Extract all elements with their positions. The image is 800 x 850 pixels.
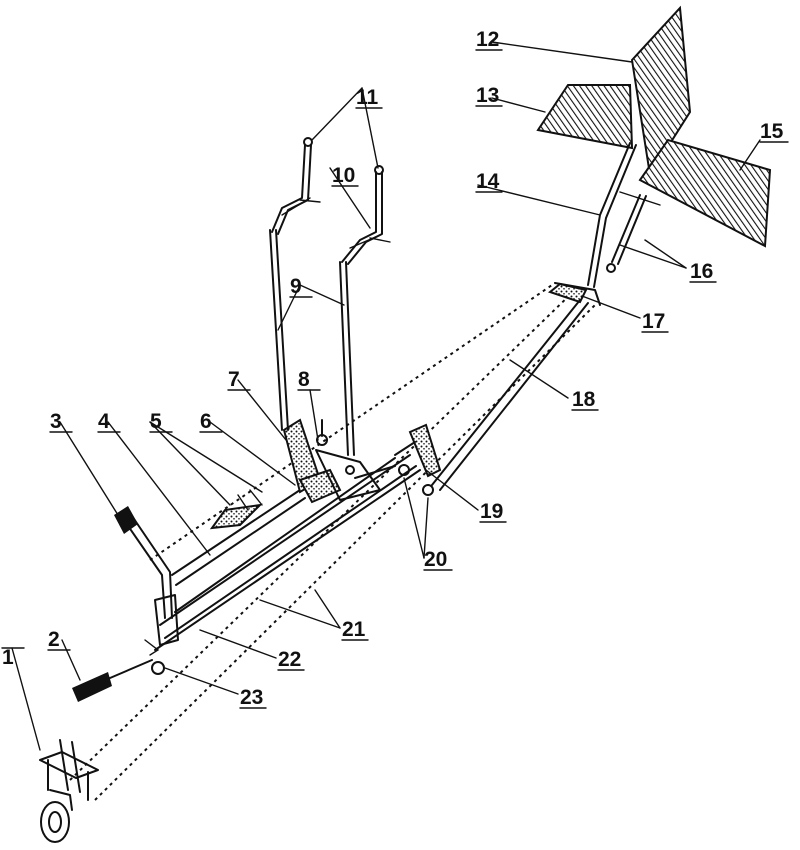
long-rod xyxy=(431,299,589,491)
label-20: 20 xyxy=(424,548,447,571)
label-16: 16 xyxy=(690,260,713,283)
main-torque-tube xyxy=(154,454,421,651)
tail-bracket xyxy=(547,282,588,304)
label-13: 13 xyxy=(476,84,499,107)
label-5: 5 xyxy=(150,410,162,433)
label-underlines xyxy=(1,49,789,709)
label-6: 6 xyxy=(200,410,212,433)
label-11: 11 xyxy=(356,86,379,109)
label-15: 15 xyxy=(760,120,784,143)
label-12: 12 xyxy=(476,28,499,51)
label-19: 19 xyxy=(480,500,503,523)
label-9: 9 xyxy=(290,275,302,298)
vertical-rods xyxy=(269,229,355,456)
label-22: 22 xyxy=(278,648,301,671)
label-1: 1 xyxy=(2,646,14,669)
label-23: 23 xyxy=(240,686,263,709)
label-2: 2 xyxy=(48,628,60,651)
stick-bracket xyxy=(209,489,263,530)
label-21: 21 xyxy=(342,618,366,641)
label-4: 4 xyxy=(98,410,110,433)
central-bellcrank xyxy=(282,418,396,504)
label-7: 7 xyxy=(228,368,240,391)
control-stick xyxy=(114,489,306,646)
leader-lines xyxy=(11,41,761,751)
label-17: 17 xyxy=(642,310,665,333)
tail-wheel xyxy=(39,739,99,843)
part-labels: 1 2 3 4 5 6 7 8 9 10 11 12 13 14 15 16 1… xyxy=(2,28,784,709)
label-14: 14 xyxy=(476,170,500,193)
upper-linkage xyxy=(271,137,391,265)
label-10: 10 xyxy=(332,164,355,187)
right-stabilizer xyxy=(638,138,772,248)
vertical-stabilizer xyxy=(630,5,692,178)
left-stabilizer xyxy=(536,84,634,150)
label-18: 18 xyxy=(572,388,596,411)
label-3: 3 xyxy=(50,410,62,433)
label-8: 8 xyxy=(298,368,310,391)
rudder-pedal xyxy=(72,639,165,702)
